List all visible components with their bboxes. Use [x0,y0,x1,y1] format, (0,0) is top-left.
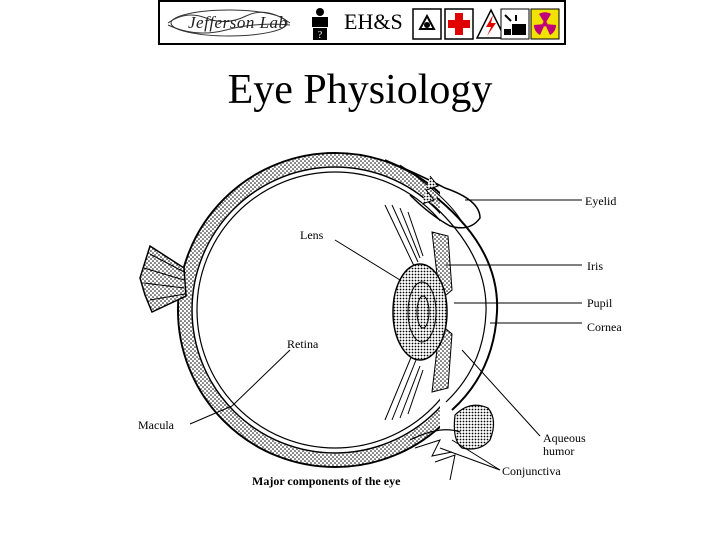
red-cross-icon [444,7,474,41]
label-pupil: Pupil [587,296,613,310]
label-retina: Retina [287,337,319,351]
logo-text: Jefferson Lab [188,13,288,32]
ciliary-body [384,204,424,421]
svg-text:?: ? [318,30,323,41]
label-aqueous-humor-line1: Aqueous [543,431,586,445]
ehs-label: EH&S [344,9,403,34]
label-aqueous-humor-line2: humor [543,444,574,458]
lens [392,263,448,361]
label-iris: Iris [587,259,603,273]
person-info-icon: ? [305,7,335,41]
header-banner: Jefferson Lab ? EH&S [158,0,566,45]
lower-lid [409,404,495,481]
electrical-hazard-icon [475,7,507,41]
label-conjunctiva: Conjunctiva [502,464,561,478]
label-cornea: Cornea [587,320,622,334]
recycle-icon [412,7,442,41]
jefferson-lab-logo: Jefferson Lab [166,6,292,40]
label-eyelid: Eyelid [585,194,616,208]
eyelid [384,159,481,229]
label-macula: Macula [138,418,175,432]
chemical-icon [500,7,530,41]
page-title: Eye Physiology [227,67,493,113]
sclera [177,152,440,468]
label-lens: Lens [300,228,324,242]
radiation-icon [530,7,560,41]
optic-nerve [139,244,187,314]
diagram-caption: Major components of the eye [252,474,401,488]
cornea [436,197,499,411]
